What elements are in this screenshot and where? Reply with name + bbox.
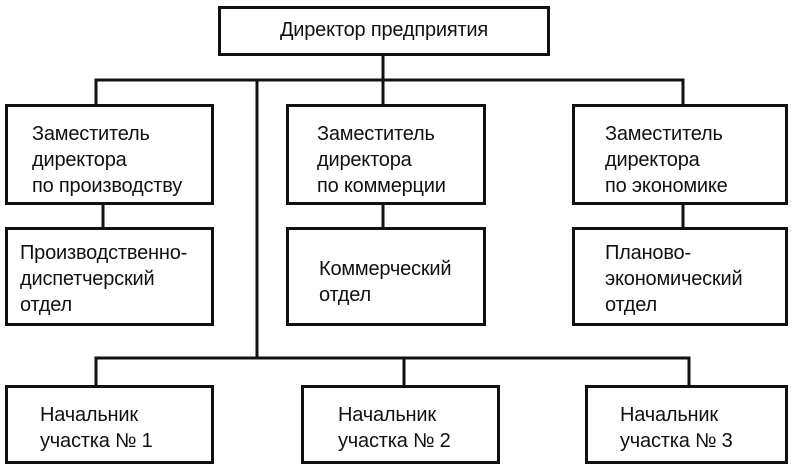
deputy-commerce-box: Заместитель директора по коммерции — [286, 104, 486, 205]
section-3-label: Начальник участка № 3 — [620, 404, 733, 452]
deputy-economics-box: Заместитель директора по экономике — [572, 104, 788, 205]
director-label: Директор предприятия — [279, 19, 489, 41]
dept-commerce-box: Коммерческий отдел — [286, 227, 486, 326]
section-2-label: Начальник участка № 2 — [338, 404, 451, 452]
deputy-production-label: Заместитель директора по производству — [32, 123, 183, 197]
dept-production-label: Производственно- диспетчерский отдел — [20, 242, 188, 316]
deputy-commerce-label: Заместитель директора по коммерции — [317, 123, 446, 197]
deputy-production-box: Заместитель директора по производству — [5, 104, 214, 205]
dept-economics-box: Планово- экономический отдел — [572, 227, 788, 326]
section-3-box: Начальник участка № 3 — [585, 385, 788, 464]
dept-commerce-label: Коммерческий отдел — [319, 258, 452, 306]
deputy-economics-label: Заместитель директора по экономике — [605, 123, 728, 197]
dept-economics-label: Планово- экономический отдел — [605, 242, 743, 316]
section-1-box: Начальник участка № 1 — [5, 385, 214, 464]
section-1-label: Начальник участка № 1 — [40, 404, 153, 452]
dept-production-box: Производственно- диспетчерский отдел — [5, 227, 214, 326]
section-2-box: Начальник участка № 2 — [301, 385, 500, 464]
director-box: Директор предприятия — [218, 6, 550, 56]
